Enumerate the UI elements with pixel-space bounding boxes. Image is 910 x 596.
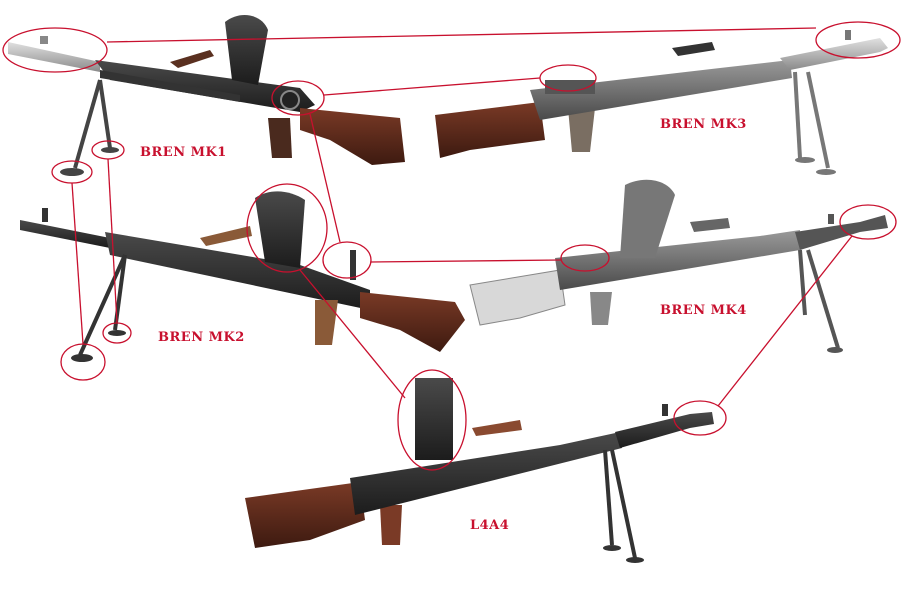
bren-mk3-rifle-image: [435, 30, 888, 175]
mk2-rear-sight-circle: [322, 241, 372, 279]
mk3-flash-hider-circle: [815, 21, 901, 59]
mk1-flash-hider-circle: [2, 27, 108, 73]
mk1-rear-sight-circle: [271, 80, 325, 116]
bren-mk4-rifle-image: [469, 179, 888, 353]
bren-mk1-label: BREN MK1: [140, 145, 227, 160]
bren-mk4-label: BREN MK4: [660, 303, 747, 318]
l4a4-rifle-image: [245, 378, 714, 563]
l4a4-flash-hider-circle: [673, 400, 727, 436]
bren-mk2-label: BREN MK2: [158, 330, 245, 345]
bren-mk2-rifle-image: [20, 191, 465, 362]
annotation-overlay: [2, 21, 901, 471]
bren-mk3-label: BREN MK3: [660, 117, 747, 132]
mk2-magazine-circle: [246, 183, 328, 273]
mk4-flash-hider-circle: [839, 204, 897, 240]
bren-mk1-rifle-image: [8, 15, 405, 176]
l4a4-label: L4A4: [470, 518, 510, 533]
mk4-rear-sight-circle: [560, 244, 610, 272]
l4a4-magazine-circle: [397, 369, 467, 471]
